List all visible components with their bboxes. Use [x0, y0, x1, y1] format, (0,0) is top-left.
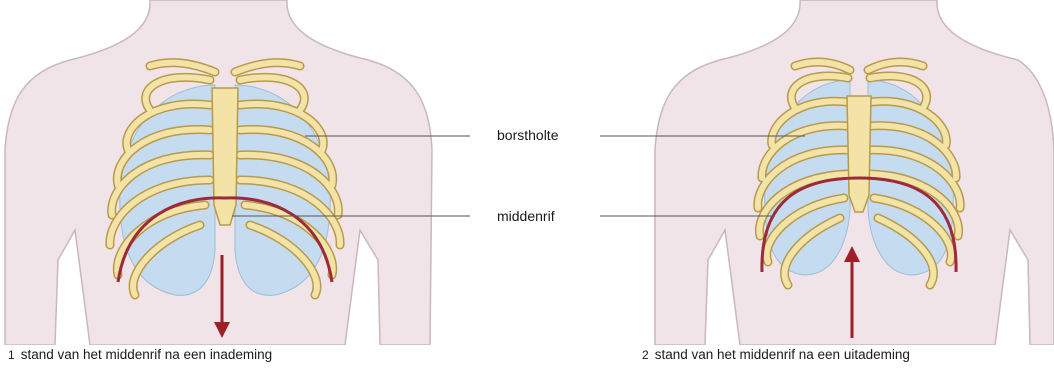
sternum	[212, 88, 238, 225]
caption-text: stand van het middenrif na een uitademin…	[655, 347, 910, 362]
caption-number: 2	[642, 348, 649, 362]
exhalation-svg	[600, 0, 1054, 345]
label-middenrif: middenrif	[497, 208, 555, 224]
label-borstholte: borstholte	[497, 127, 558, 143]
caption-number: 1	[8, 348, 15, 362]
inhalation-figure	[0, 0, 470, 345]
exhalation-figure	[600, 0, 1054, 345]
sternum	[847, 96, 871, 212]
caption-text: stand van het middenrif na een inademing	[21, 347, 272, 362]
caption-inhalation: 1 stand van het middenrif na een inademin…	[8, 347, 272, 362]
inhalation-svg	[0, 0, 470, 345]
caption-exhalation: 2 stand van het middenrif na een uitademi…	[642, 347, 910, 362]
